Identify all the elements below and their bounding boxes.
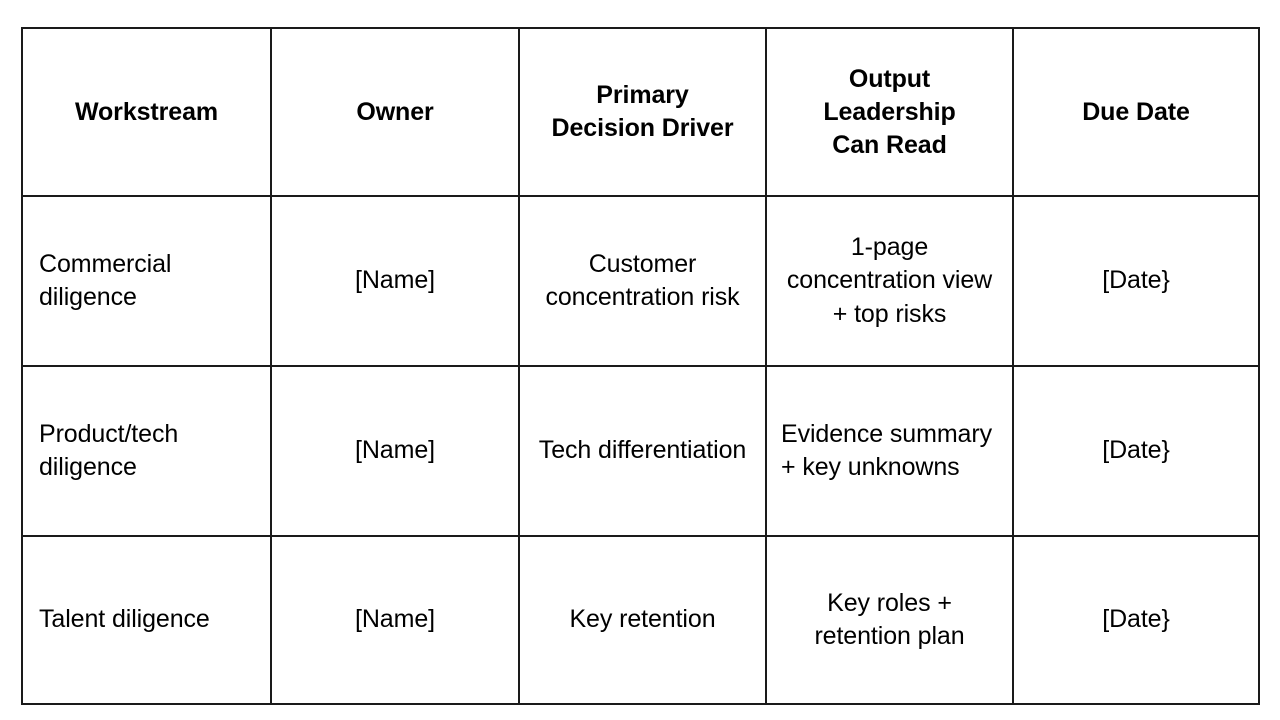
owner-value: [Name] <box>355 266 435 295</box>
column-header-due-date: Due Date <box>1012 27 1260 197</box>
driver-value: Tech differentiation <box>538 436 747 465</box>
cell-due-date: [Date} <box>1012 365 1260 537</box>
cell-owner: [Name] <box>270 535 520 705</box>
due-date-value: [Date} <box>1102 436 1170 465</box>
driver-value: Key retention <box>569 605 716 634</box>
cell-owner: [Name] <box>270 195 520 367</box>
cell-due-date: [Date} <box>1012 535 1260 705</box>
column-header-due-date-label: Due Date <box>1082 97 1190 126</box>
table-header-row: Workstream Owner Primary Decision Driver… <box>21 27 1260 197</box>
table-row: Product/tech diligence [Name] Tech diffe… <box>21 365 1260 537</box>
due-date-value: [Date} <box>1102 605 1170 634</box>
column-header-driver-line1: Primary <box>596 81 689 109</box>
cell-output: Key roles + retention plan <box>765 535 1014 705</box>
workstream-table: Workstream Owner Primary Decision Driver… <box>21 27 1260 705</box>
cell-workstream: Product/tech diligence <box>21 365 272 537</box>
owner-value: [Name] <box>355 436 435 465</box>
cell-owner: [Name] <box>270 365 520 537</box>
column-header-output-leadership-can-read: Output Leadership Can Read <box>765 27 1014 197</box>
workstream-value: Product/tech diligence <box>39 419 179 482</box>
cell-due-date: [Date} <box>1012 195 1260 367</box>
due-date-value: [Date} <box>1102 266 1170 295</box>
output-value: Evidence summary + key unknowns <box>781 419 992 482</box>
workstream-value: Talent diligence <box>39 605 210 634</box>
column-header-output-line1: Output <box>848 64 931 93</box>
table-header: Workstream Owner Primary Decision Driver… <box>21 27 1260 197</box>
column-header-owner-label: Owner <box>356 97 434 126</box>
cell-primary-decision-driver: Key retention <box>518 535 767 705</box>
column-header-driver-line2: Decision Driver <box>551 114 734 142</box>
column-header-primary-decision-driver: Primary Decision Driver <box>518 27 767 197</box>
cell-workstream: Commercial diligence <box>21 195 272 367</box>
output-value: 1-page concentration view + top risks <box>786 232 993 328</box>
cell-workstream: Talent diligence <box>21 535 272 705</box>
owner-value: [Name] <box>355 605 435 634</box>
column-header-workstream-label: Workstream <box>74 97 219 126</box>
column-header-owner: Owner <box>270 27 520 197</box>
cell-primary-decision-driver: Tech differentiation <box>518 365 767 537</box>
workstream-value: Commercial diligence <box>39 249 172 312</box>
cell-primary-decision-driver: Customer concentration risk <box>518 195 767 367</box>
column-header-output-line2: Leadership <box>823 97 956 126</box>
cell-output: 1-page concentration view + top risks <box>765 195 1014 367</box>
driver-value: Customer concentration risk <box>545 249 740 312</box>
table-body: Commercial diligence [Name] Customer con… <box>21 195 1260 705</box>
column-header-output-line3: Can Read <box>832 130 947 159</box>
table-row: Commercial diligence [Name] Customer con… <box>21 195 1260 367</box>
column-header-workstream: Workstream <box>21 27 272 197</box>
cell-output: Evidence summary + key unknowns <box>765 365 1014 537</box>
table-row: Talent diligence [Name] Key retention Ke… <box>21 535 1260 705</box>
output-value: Key roles + retention plan <box>814 588 965 651</box>
